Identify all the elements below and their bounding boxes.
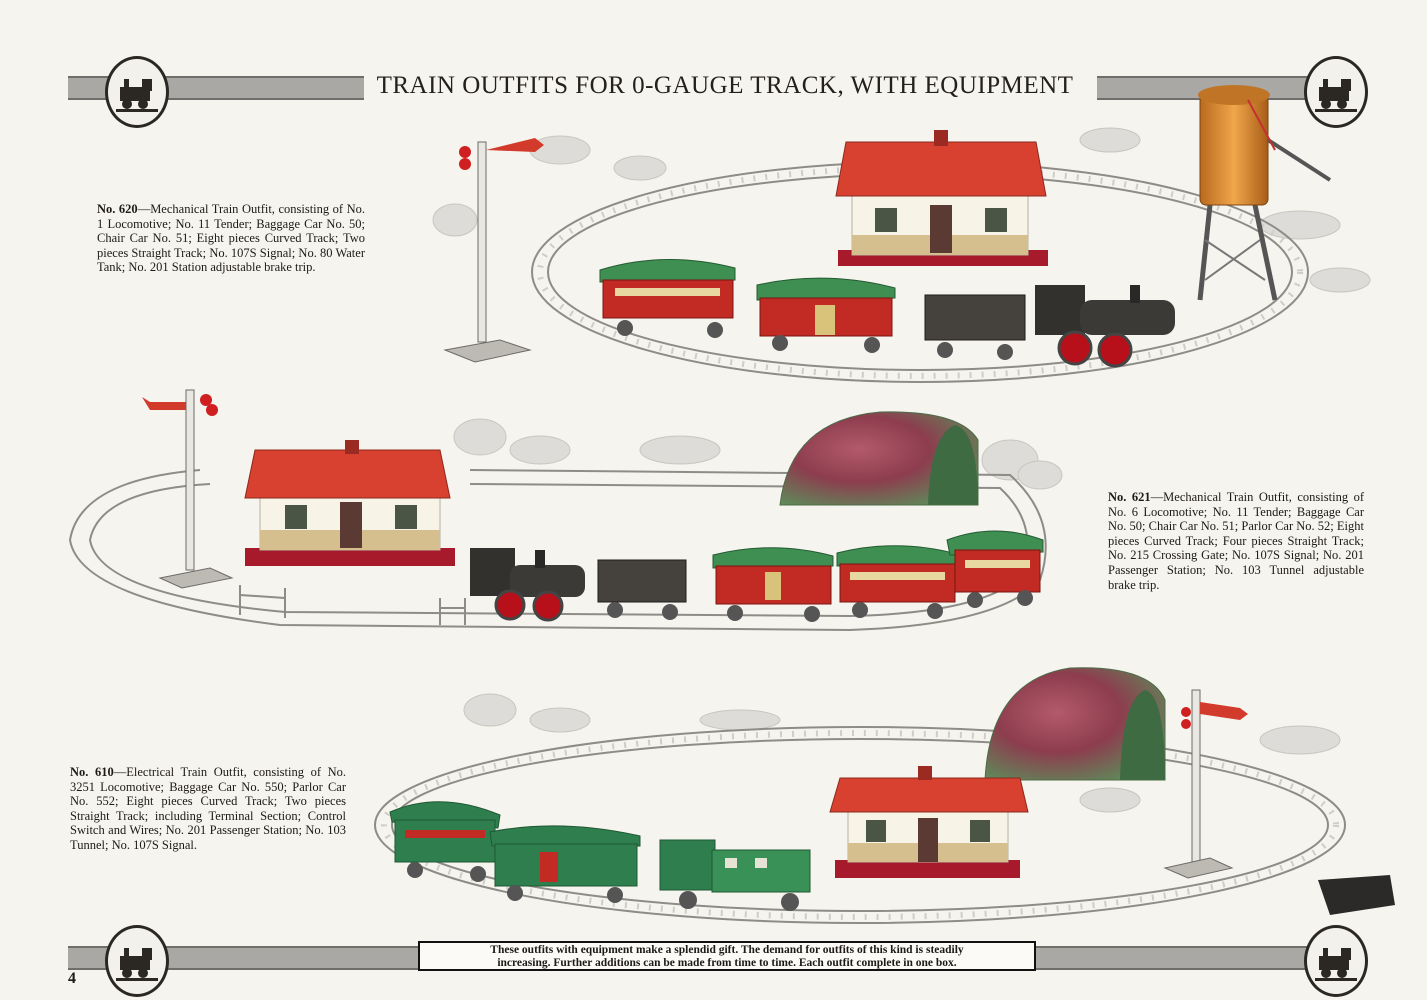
locomotive-6 xyxy=(470,548,585,622)
signal-107s xyxy=(443,138,544,363)
signal-107s xyxy=(1163,689,1248,879)
chair-car-51 xyxy=(599,259,736,338)
locomotive-emblem-icon xyxy=(1304,56,1368,128)
outfit-number: No. 620 xyxy=(97,202,138,216)
tender-11 xyxy=(597,559,687,620)
outfit-text: —Electrical Train Outfit, consisting of … xyxy=(70,765,346,852)
outfit-text: —Mechanical Train Outfit, consisting of … xyxy=(97,202,366,275)
footer-line-1: These outfits with equipment make a sple… xyxy=(490,944,964,956)
locomotive-emblem-icon xyxy=(1304,925,1368,997)
tunnel-103 xyxy=(984,667,1166,781)
train-610 xyxy=(389,801,811,911)
baggage-car-550 xyxy=(489,825,641,903)
outfit-610-description: No. 610—Electrical Train Outfit, consist… xyxy=(70,765,346,853)
locomotive-1 xyxy=(1035,285,1175,368)
background-trees xyxy=(463,693,1341,813)
tunnel-103 xyxy=(779,411,979,506)
outfit-621-scene xyxy=(68,389,1063,632)
station-201 xyxy=(835,130,1048,266)
outfit-number: No. 621 xyxy=(1108,490,1151,504)
footer-line-2: increasing. Further additions can be mad… xyxy=(497,957,957,969)
background-trees xyxy=(432,127,1371,293)
page-title: TRAIN OUTFITS FOR 0-GAUGE TRACK, WITH EQ… xyxy=(376,72,1074,99)
outfit-620-description: No. 620—Mechanical Train Outfit, consist… xyxy=(97,202,365,275)
train-620 xyxy=(599,259,1175,368)
chair-car-51 xyxy=(836,545,958,619)
outfit-620-scene xyxy=(432,85,1371,383)
parlor-car-52 xyxy=(946,530,1044,608)
outfit-number: No. 610 xyxy=(70,765,114,779)
outfit-text: —Mechanical Train Outfit, consisting of … xyxy=(1108,490,1365,592)
background-trees xyxy=(453,418,1063,490)
baggage-car-50 xyxy=(712,547,834,622)
page-number: 4 xyxy=(68,970,76,987)
crossing-gate-215 xyxy=(239,585,466,625)
locomotive-emblem-icon xyxy=(105,56,169,128)
water-tank-80 xyxy=(1197,85,1332,301)
signal-107s xyxy=(142,389,234,589)
train-621 xyxy=(470,530,1044,622)
baggage-car-50 xyxy=(756,277,896,353)
outfit-610-scene xyxy=(374,667,1395,924)
outfit-621-description: No. 621—Mechanical Train Outfit, consist… xyxy=(1108,490,1364,592)
locomotive-emblem-icon xyxy=(105,925,169,997)
footer-note: These outfits with equipment make a sple… xyxy=(418,941,1036,971)
parlor-car-552 xyxy=(389,801,501,882)
station-201 xyxy=(244,440,455,566)
tender-11 xyxy=(924,294,1026,360)
station-201 xyxy=(829,766,1029,878)
oval-track xyxy=(374,726,1346,924)
control-switch xyxy=(1318,875,1395,915)
locomotive-3251 xyxy=(659,839,811,911)
